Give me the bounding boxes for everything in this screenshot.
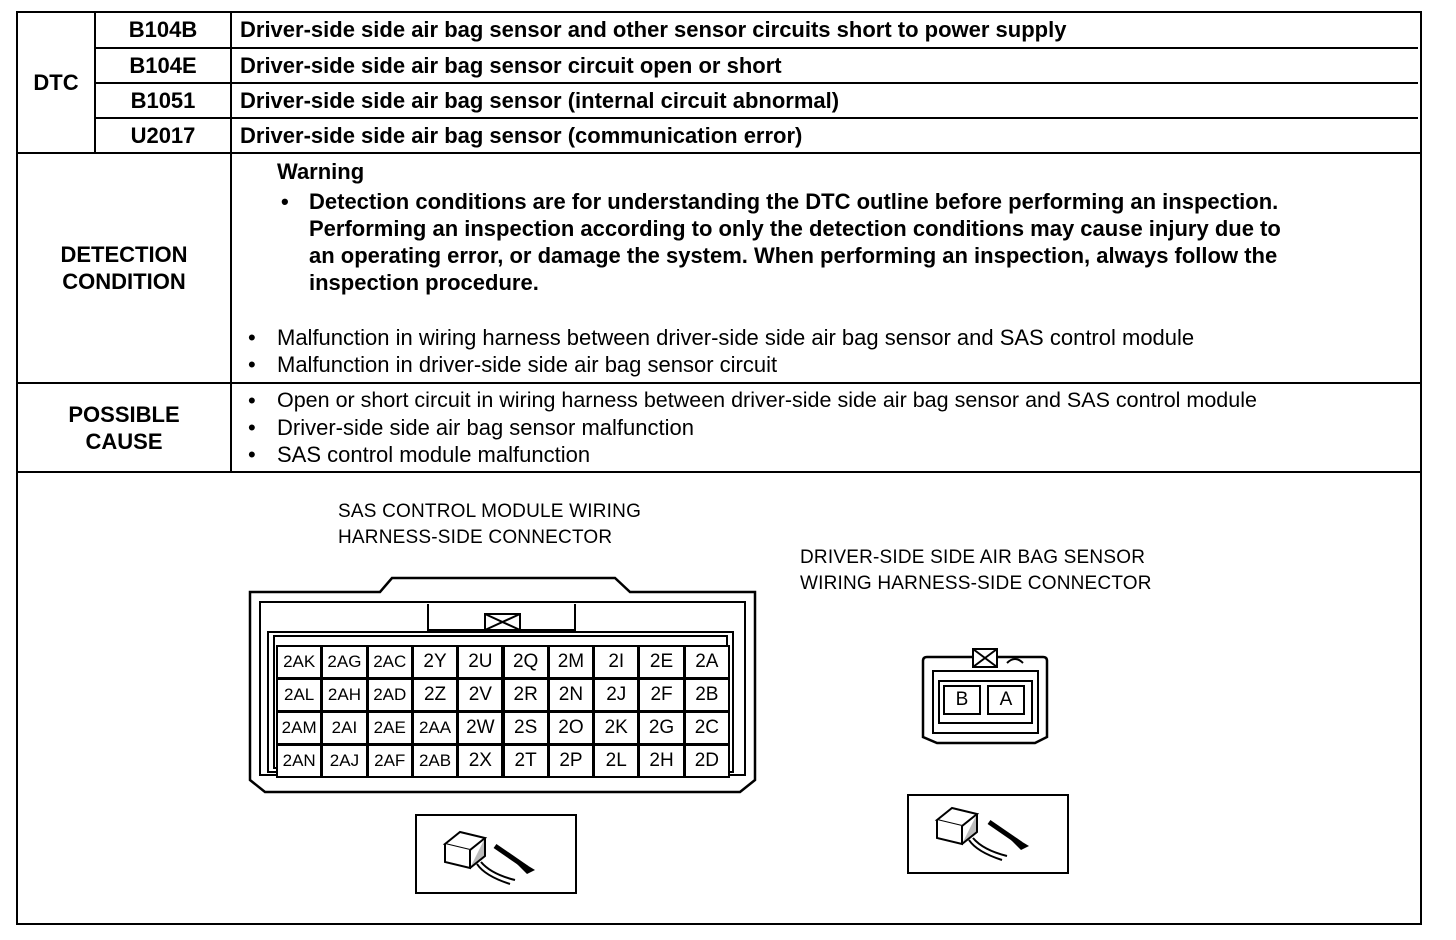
sensor-connector-title: WIRING HARNESS-SIDE CONNECTOR <box>800 573 1152 594</box>
sas-pin: 2P <box>547 744 595 778</box>
sas-pin: 2K <box>593 711 640 745</box>
sas-pin: 2J <box>593 678 640 712</box>
sas-pin: 2O <box>547 711 595 745</box>
sas-pin: 2AL <box>276 678 323 712</box>
sas-pin: 2L <box>593 744 640 778</box>
detection-label-line1: DETECTION <box>60 242 188 267</box>
sas-pin: 2D <box>683 744 730 778</box>
sensor-connector-diagram <box>921 648 1049 745</box>
sas-pin: 2F <box>638 678 685 712</box>
sas-pin: 2C <box>683 711 730 745</box>
warning-title: Warning <box>277 159 365 184</box>
connector-view-icon <box>415 814 577 894</box>
sensor-connector-title: DRIVER-SIDE SIDE AIR BAG SENSOR <box>800 547 1146 568</box>
sas-pin: 2Y <box>411 645 459 679</box>
sas-pin: 2W <box>457 711 504 745</box>
sas-pin: 2U <box>457 645 504 679</box>
sas-pin: 2AK <box>276 645 323 679</box>
sas-pin: 2R <box>502 678 549 712</box>
connector-view-icon <box>907 794 1069 874</box>
sensor-pin: B <box>943 685 981 715</box>
warning-text: an operating error, or damage the system… <box>309 243 1278 268</box>
detection-label: DETECTION CONDITION <box>18 154 230 382</box>
dtc-code: U2017 <box>130 122 196 148</box>
sas-pin: 2AG <box>321 645 368 679</box>
rule <box>94 82 1418 84</box>
sas-pin: 2M <box>547 645 595 679</box>
sas-pin: 2AE <box>366 711 413 745</box>
bullet-icon: • <box>281 189 289 214</box>
detection-item: Malfunction in driver-side side air bag … <box>277 352 778 377</box>
sas-pin: 2V <box>457 678 504 712</box>
rule <box>16 382 1420 384</box>
cause-label-line2: CAUSE <box>85 428 163 454</box>
dtc-code: B104E <box>129 52 197 78</box>
sas-pin: 2A <box>683 645 730 679</box>
sas-connector-title: SAS CONTROL MODULE WIRING <box>338 501 642 522</box>
bullet-icon: • <box>248 325 256 350</box>
sas-pin: 2AN <box>276 744 323 778</box>
dtc-description: Driver-side side air bag sensor (interna… <box>240 87 840 113</box>
sas-pin: 2Z <box>411 678 459 712</box>
sas-connector-title: HARNESS-SIDE CONNECTOR <box>338 527 613 548</box>
rule <box>94 117 1418 119</box>
warning-text: Detection conditions are for understandi… <box>309 189 1279 214</box>
bullet-icon: • <box>248 415 256 440</box>
rule <box>16 152 1420 154</box>
dtc-document-frame <box>16 11 1422 925</box>
cause-label: POSSIBLE CAUSE <box>18 384 230 471</box>
sas-pin: 2AD <box>366 678 413 712</box>
bullet-icon: • <box>248 388 256 413</box>
warning-text: Performing an inspection according to on… <box>309 216 1281 241</box>
dtc-description: Driver-side side air bag sensor and othe… <box>240 17 1067 42</box>
sas-pin: 2H <box>638 744 685 778</box>
sensor-pin: A <box>987 685 1025 715</box>
detection-item: Malfunction in wiring harness between dr… <box>277 325 1195 350</box>
dtc-code: B104B <box>128 17 198 42</box>
bullet-icon: • <box>248 352 256 377</box>
dtc-description: Driver-side side air bag sensor circuit … <box>240 52 782 78</box>
sas-pin: 2T <box>502 744 549 778</box>
rule <box>230 11 232 472</box>
sas-pin: 2G <box>638 711 685 745</box>
sas-pin: 2AF <box>366 744 413 778</box>
warning-text: inspection procedure. <box>309 270 539 295</box>
sas-pin: 2AA <box>411 711 459 745</box>
dtc-description: Driver-side side air bag sensor (communi… <box>240 122 803 148</box>
dtc-label: DTC <box>33 69 79 95</box>
sas-pin: 2AJ <box>321 744 368 778</box>
sas-pin: 2AC <box>366 645 413 679</box>
dtc-code: B1051 <box>130 87 196 113</box>
bullet-icon: • <box>248 442 256 467</box>
cause-item: Driver-side side air bag sensor malfunct… <box>277 415 694 440</box>
sas-pin: 2N <box>547 678 595 712</box>
detection-label-line2: CONDITION <box>62 269 186 294</box>
sas-pin: 2S <box>502 711 549 745</box>
rule <box>94 47 1418 49</box>
rule <box>16 471 1420 473</box>
sas-pin: 2AH <box>321 678 368 712</box>
sas-pin: 2AI <box>321 711 368 745</box>
rule <box>94 11 96 153</box>
sas-pin: 2Q <box>502 645 549 679</box>
cause-item: Open or short circuit in wiring harness … <box>277 388 1257 412</box>
sas-pin: 2AB <box>411 744 459 778</box>
sas-pin: 2E <box>638 645 685 679</box>
cause-item: SAS control module malfunction <box>277 442 591 467</box>
sas-pin: 2X <box>457 744 504 778</box>
sas-pin: 2I <box>593 645 640 679</box>
cause-label-line1: POSSIBLE <box>68 401 180 427</box>
sas-pin: 2B <box>683 678 730 712</box>
sas-pin: 2AM <box>276 711 323 745</box>
